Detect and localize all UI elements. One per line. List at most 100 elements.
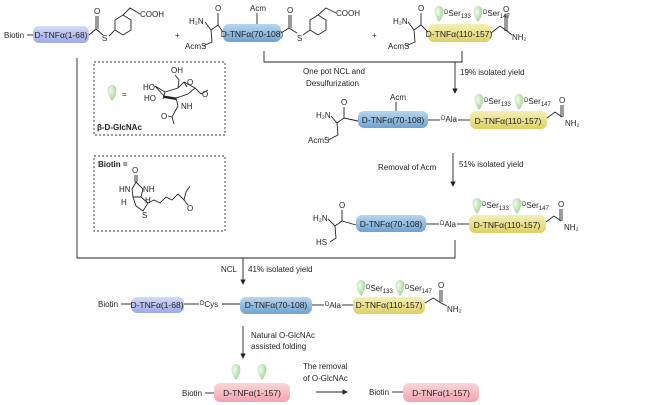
deglycosylated-protein: Biotin D-TNFα(1-157) bbox=[369, 383, 479, 402]
dala-label: DAla bbox=[440, 220, 456, 229]
step3-condition: NCL bbox=[221, 265, 238, 274]
carbonyl-o: O bbox=[438, 281, 444, 290]
benzene-ring bbox=[302, 7, 337, 36]
acms-label: AcmS bbox=[185, 42, 206, 51]
acms-label: AcmS bbox=[388, 42, 409, 51]
acm-label: Acm bbox=[390, 93, 406, 102]
step5-condition: The removal bbox=[303, 362, 348, 371]
glcnac-legend: = OH HO HO O O NH O β-D-GlcNAc bbox=[93, 61, 226, 136]
atom-label: O bbox=[161, 112, 167, 121]
full-protein-pill bbox=[214, 383, 290, 402]
step2-yield: 51% isolated yield bbox=[459, 160, 523, 169]
dser147-label: DSer147 bbox=[522, 201, 549, 212]
step2-condition: Removal of Acm bbox=[378, 163, 437, 172]
step1-condition-2: Desulfurization bbox=[306, 79, 359, 88]
atom-label: HN bbox=[119, 185, 131, 194]
full-length-glycoprotein: Biotin D-TNFα(1-68) DCys D-TNFα(70-108) … bbox=[98, 280, 462, 314]
benzene-ring bbox=[108, 7, 141, 37]
reactant-2: H₂N O AcmS D-TNFα(70-108) Acm O S COOH bbox=[185, 4, 360, 51]
biotin-structure bbox=[131, 175, 191, 212]
dser133-label: DSer133 bbox=[484, 97, 511, 108]
step1-condition: One pot NCL and bbox=[303, 67, 365, 76]
plus-sign: + bbox=[372, 31, 377, 40]
amide-bond bbox=[490, 14, 513, 36]
fragment-70-108-pill bbox=[240, 297, 312, 314]
carbonyl-o: O bbox=[418, 4, 424, 13]
glcnac-icon bbox=[434, 6, 444, 22]
atom-label: O bbox=[187, 204, 193, 213]
step5-condition-2: of O-GlcNAc bbox=[303, 374, 348, 383]
amine-label: H₂N bbox=[393, 17, 408, 26]
dala-label: DAla bbox=[325, 301, 341, 310]
carbonyl-o: O bbox=[558, 200, 564, 209]
carbonyl-o: O bbox=[339, 201, 345, 210]
intermediate-1: H₂N O AcmS D-TNFα(70-108) Acm DAla D-TNF… bbox=[308, 93, 580, 145]
dser133-label: DSer133 bbox=[482, 201, 509, 212]
acms-label: AcmS bbox=[308, 136, 329, 145]
fragment-70-108-label: D-TNFα(70-108) bbox=[245, 300, 308, 310]
cooh-label: COOH bbox=[336, 9, 360, 18]
full-protein-label: D-TNFα(1-157) bbox=[223, 388, 281, 398]
glcnac-icon bbox=[257, 364, 267, 380]
fragment-1-68-pill bbox=[131, 297, 184, 313]
carbonyl-o: O bbox=[559, 96, 565, 105]
amide-nh2: NH₂ bbox=[565, 119, 580, 128]
atom-label: HO bbox=[143, 83, 155, 92]
sulfur-atom: S bbox=[297, 34, 302, 43]
sulfur-atom: S bbox=[102, 34, 107, 43]
fragment-70-108-pill bbox=[356, 215, 426, 232]
dser147-label: DSer147 bbox=[524, 97, 551, 108]
amine-label: H₂N bbox=[313, 214, 328, 223]
fragment-1-68-label: D-TNFα(1-68) bbox=[130, 300, 183, 310]
atom-label: NH bbox=[143, 185, 155, 194]
biotin-label: Biotin bbox=[4, 31, 24, 40]
glcnac-icon bbox=[512, 198, 522, 214]
atom-label: O bbox=[202, 90, 208, 99]
fragment-110-157-label: D-TNFα(110-157) bbox=[426, 29, 493, 39]
carbonyl-o: O bbox=[215, 4, 221, 13]
biotin-label: Biotin bbox=[369, 388, 389, 397]
fragment-70-108-pill bbox=[223, 24, 281, 42]
full-protein-label: D-TNFα(1-157) bbox=[412, 388, 470, 398]
atom-label: H bbox=[145, 196, 151, 205]
step4-condition: Natural O-GlcNAc bbox=[251, 331, 315, 340]
fragment-110-157-pill bbox=[428, 24, 491, 42]
full-protein-pill bbox=[403, 383, 479, 402]
step3-yield: 41% isolated yield bbox=[248, 265, 312, 274]
fragment-110-157-label: D-TNFα(110-157) bbox=[474, 220, 541, 230]
fragment-70-108-label: D-TNFα(70-108) bbox=[362, 115, 425, 125]
glcnac-name: β-D-GlcNAc bbox=[97, 123, 142, 132]
dser133-label: DSer133 bbox=[444, 9, 471, 20]
equals-sign: = bbox=[122, 90, 127, 99]
amide-nh2: NH₂ bbox=[447, 305, 462, 314]
amine-label: H₂N bbox=[316, 111, 331, 120]
fragment-110-157-pill bbox=[470, 111, 547, 129]
step4-condition-2: assisted folding bbox=[251, 342, 306, 351]
carbonyl-o: O bbox=[94, 7, 100, 16]
glcnac-icon bbox=[473, 6, 483, 22]
carbonyl-o: O bbox=[341, 98, 347, 107]
dcys-label: DCys bbox=[200, 300, 218, 309]
thiol-label: HS bbox=[316, 238, 327, 247]
acm-label: Acm bbox=[250, 4, 266, 13]
atom-label: OH bbox=[171, 66, 183, 75]
atom-label: H bbox=[121, 198, 127, 207]
dser133-label: DSer133 bbox=[366, 284, 393, 295]
folded-glycoprotein: Biotin D-TNFα(1-157) bbox=[182, 364, 290, 402]
carbonyl-o: O bbox=[503, 5, 509, 14]
atom-label: HO bbox=[144, 94, 156, 103]
atom-label: S bbox=[142, 211, 147, 220]
reactant-1: Biotin D-TNFα(1-68) O S COOH bbox=[4, 7, 164, 43]
glcnac-icon bbox=[472, 198, 482, 214]
glcnac-icon bbox=[107, 85, 117, 101]
cooh-label: COOH bbox=[140, 10, 164, 19]
atom-label: O bbox=[132, 166, 138, 175]
dala-label: DAla bbox=[441, 115, 457, 124]
biotin-label: Biotin bbox=[182, 389, 202, 398]
atom-label: O bbox=[187, 78, 193, 87]
intermediate-2: H₂N O HS D-TNFα(70-108) DAla D-TNFα(110-… bbox=[313, 198, 579, 247]
fragment-70-108-label: D-TNFα(70-108) bbox=[221, 29, 284, 39]
reactant-3: H₂N O AcmS D-TNFα(110-157) DSer133 DSer1… bbox=[388, 4, 527, 51]
atom-label: NH bbox=[181, 102, 193, 111]
